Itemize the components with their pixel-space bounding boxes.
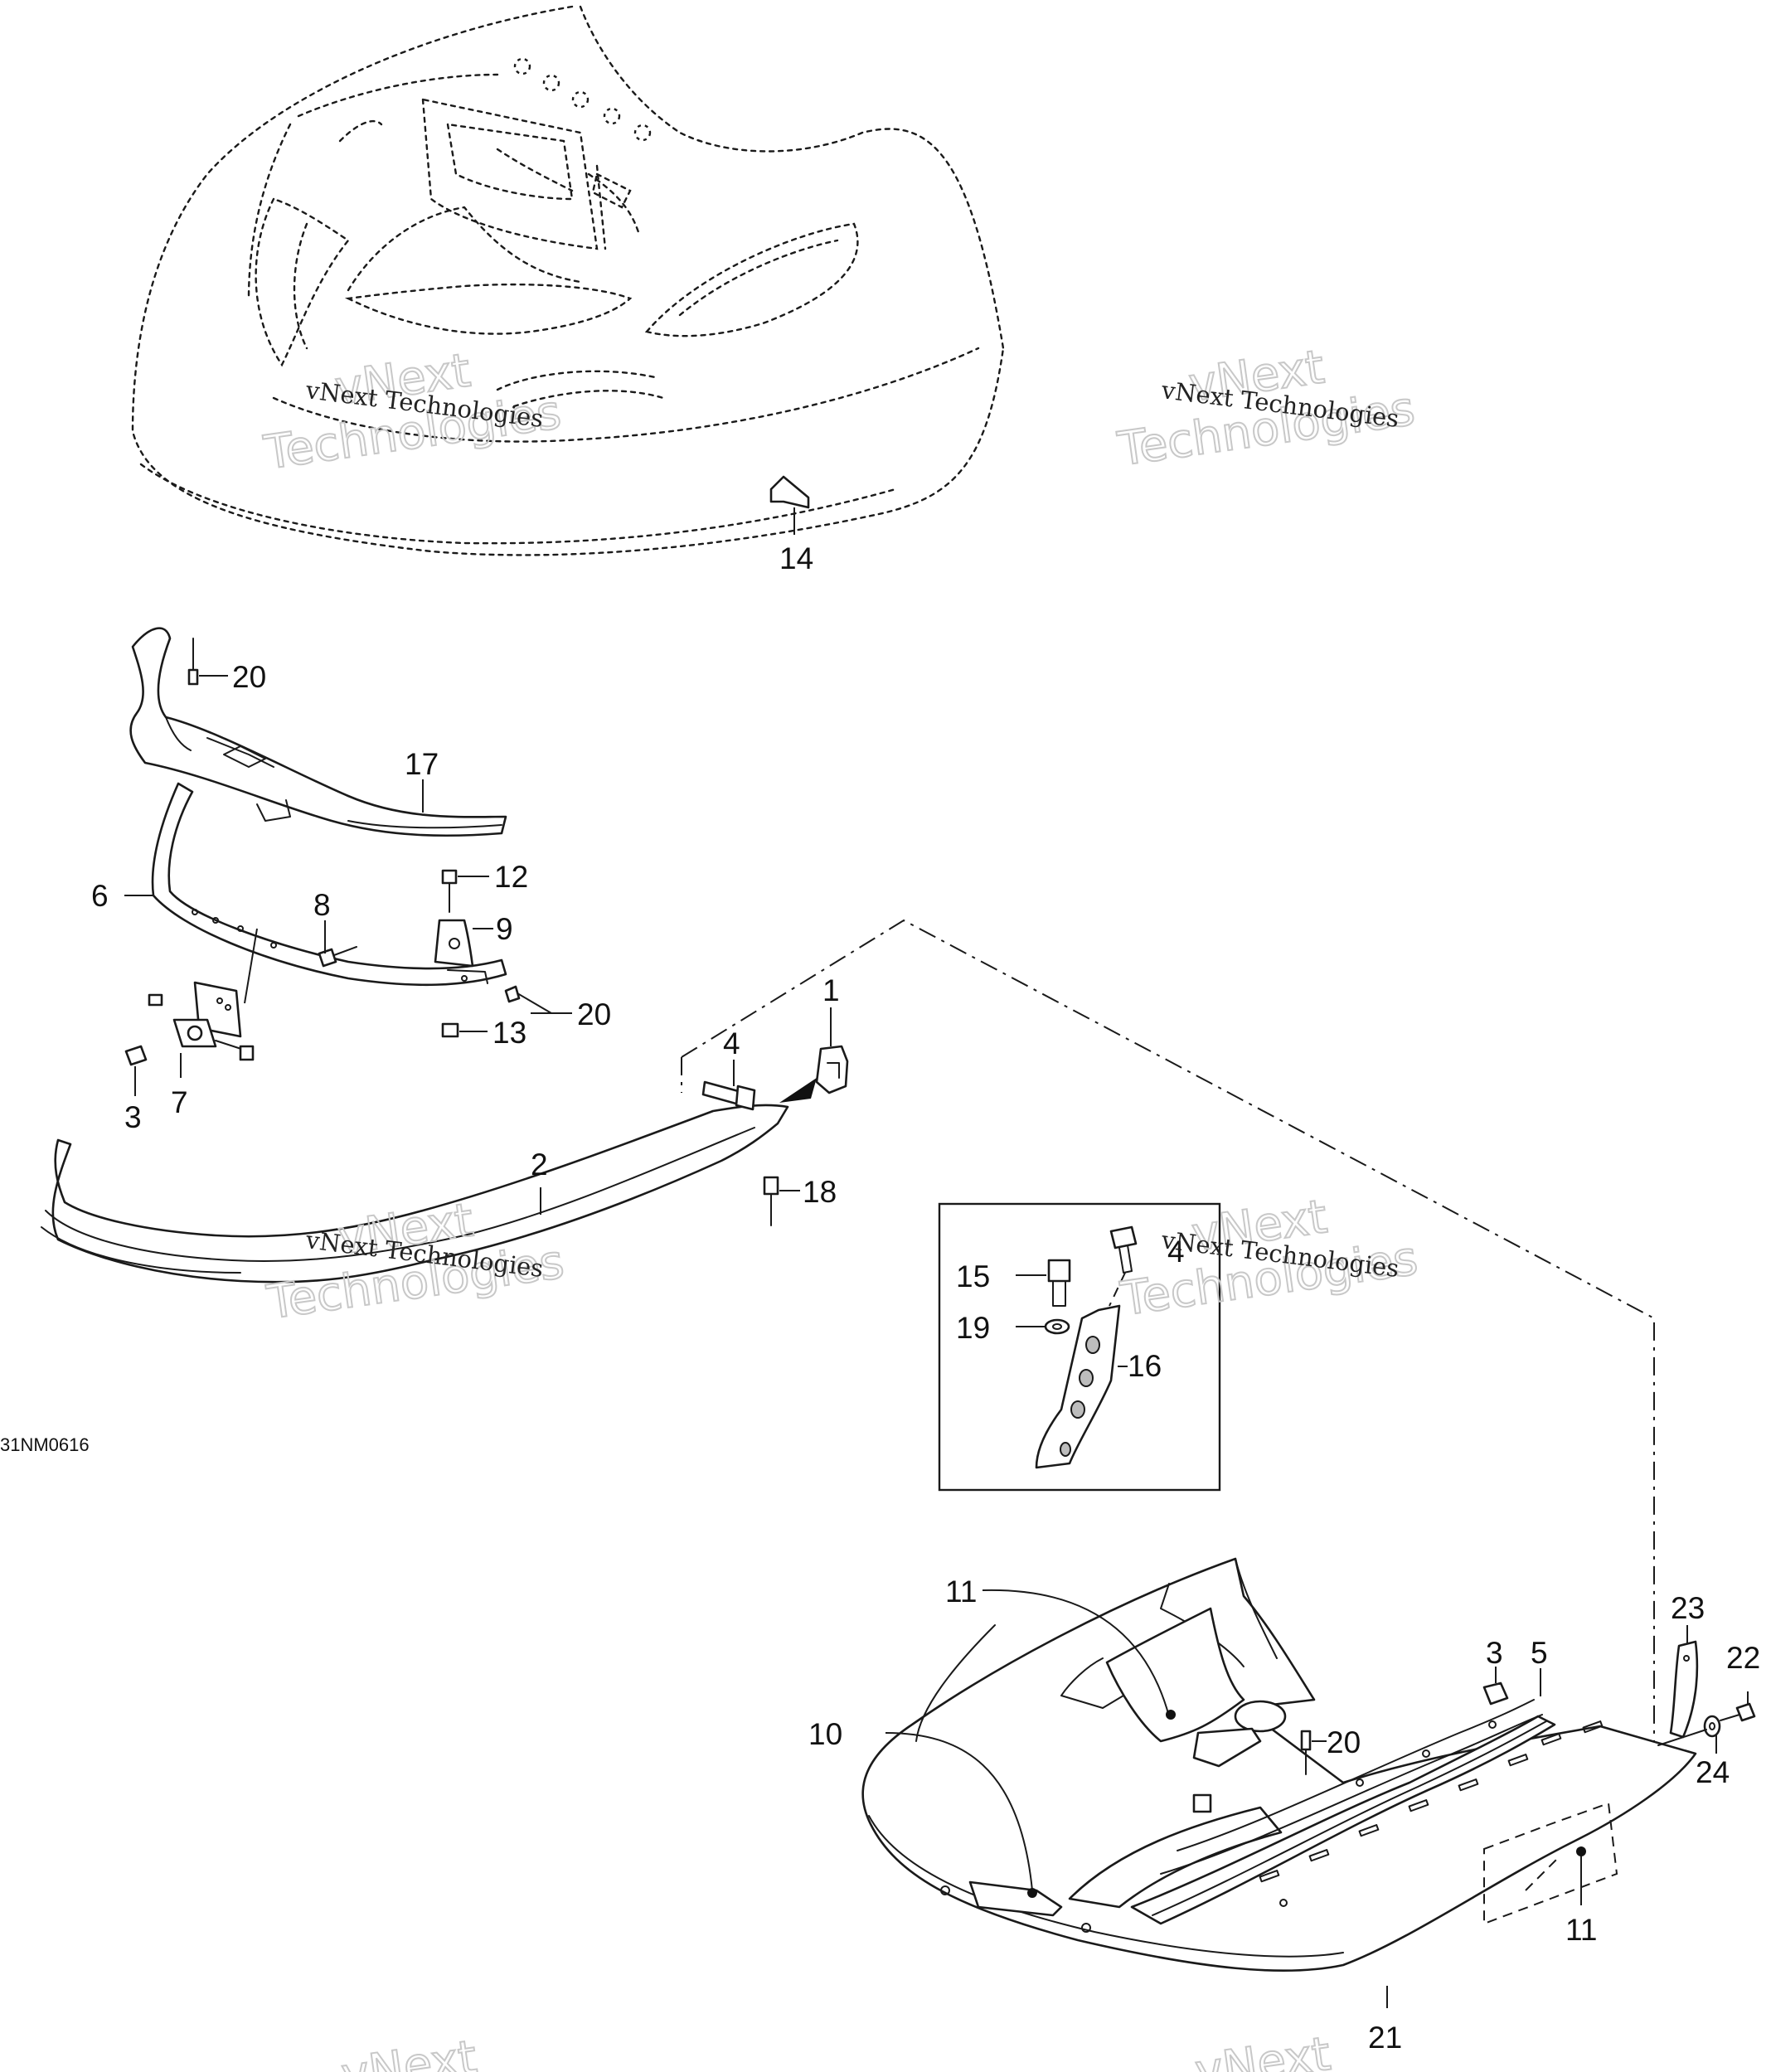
callout-13: 13 [492,1016,526,1050]
callout-18: 18 [803,1175,837,1209]
callout-1: 1 [822,973,840,1007]
washer-part-24 [1657,1715,1721,1754]
rivet-part-18 [763,1176,800,1226]
callout-23: 23 [1671,1591,1705,1625]
hood-ghost-outline [131,5,1005,556]
nut-part-3-right [1482,1667,1509,1706]
decal-dot-10 [1027,1888,1037,1898]
rivet-part-20-mid [504,985,572,1014]
bolt-part-15 [1016,1259,1071,1307]
rivet-part-20-pan [1300,1730,1327,1775]
bolt-part-4-top [701,1060,756,1111]
rail-slots [1259,1720,1604,1883]
callout-24: 24 [1696,1755,1730,1789]
upper-panel-part-17 [129,627,507,837]
rivet-part-20-top [187,638,228,686]
belly-pan-part-21 [861,1557,1697,1973]
bumper-frame-part-6 [151,782,507,987]
callout-4-inset: 4 [1167,1235,1185,1269]
callout-3-left: 3 [124,1100,142,1134]
leader-11-top [982,1589,1170,1717]
callout-3-right: 3 [1486,1636,1503,1670]
decal-dot-11-top [1166,1710,1176,1720]
callout-20-pan: 20 [1327,1725,1361,1759]
callout-8: 8 [313,888,331,922]
callout-20-top: 20 [232,660,266,694]
watermark-6: vNext [1191,2026,1335,2072]
bracket-part-16 [1035,1304,1128,1469]
callout-4-top: 4 [723,1026,740,1060]
callout-7: 7 [171,1085,188,1119]
nut-part-13 [441,1022,488,1038]
callout-17: 17 [405,747,439,781]
inset-detail-box: 15 19 4 16 [938,1202,1221,1492]
bolt-part-22 [1720,1691,1756,1722]
callout-19: 19 [956,1311,990,1345]
bolt-part-4-inset [1109,1225,1138,1307]
svg-text:vNext: vNext [338,2031,480,2072]
leader-10 [885,1732,1033,1891]
callout-11-right: 11 [1565,1913,1597,1947]
clip-part-1 [815,1007,849,1094]
callout-20-mid: 20 [577,997,611,1031]
callout-5: 5 [1531,1636,1548,1670]
washer-part-19 [1016,1318,1070,1335]
callout-21: 21 [1368,2021,1402,2055]
rivet-part-8 [318,920,357,968]
callout-2: 2 [531,1148,548,1182]
bracket-part-23 [1669,1625,1699,1739]
callout-11-top: 11 [945,1575,977,1609]
callout-16: 16 [1128,1349,1162,1383]
bracket-part-9 [434,919,493,968]
callout-12: 12 [494,860,528,894]
bumper-part-2 [41,1104,789,1283]
bracket-part-7 [148,928,258,1078]
bolt-part-12 [441,869,489,913]
callout-6: 6 [91,879,109,913]
clip-part-14 [769,475,810,535]
arrow-pointer [779,1078,817,1103]
callout-14: 14 [779,541,813,575]
callout-22: 22 [1726,1641,1760,1675]
connector-line [681,919,1655,1766]
drawing-code: 31NM0616 [0,1434,90,1455]
nut-part-3-left [124,1045,148,1096]
callout-9: 9 [496,912,513,946]
watermark-5: vNext [337,2030,481,2072]
callout-15: 15 [956,1259,990,1293]
callout-10: 10 [808,1717,842,1751]
svg-text:vNext: vNext [1192,2027,1334,2072]
decal-dot-11-right [1576,1846,1586,1856]
